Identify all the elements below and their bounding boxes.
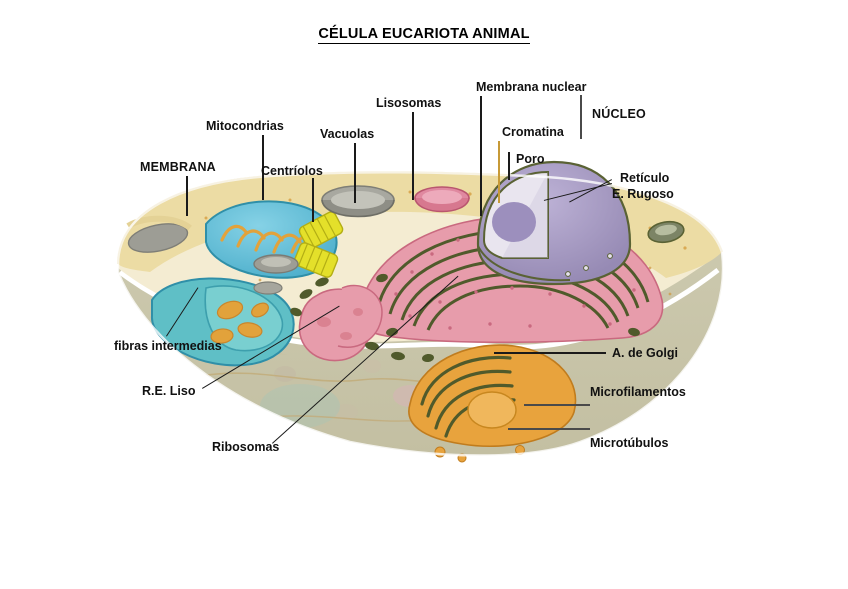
label-vacuolas: Vacuolas bbox=[320, 127, 375, 141]
golgi-apparatus bbox=[408, 344, 577, 463]
right-edge-vesicle bbox=[647, 220, 685, 244]
label-reticulo-rugoso-line1: Retículo bbox=[620, 171, 670, 185]
label-golgi: A. de Golgi bbox=[612, 346, 678, 360]
label-lisosomas: Lisosomas bbox=[376, 96, 442, 110]
label-membrana-nuclear: Membrana nuclear bbox=[476, 80, 587, 94]
label-re-liso: R.E. Liso bbox=[142, 384, 196, 398]
page-title-text: CÉLULA EUCARIOTA ANIMAL bbox=[318, 26, 530, 44]
lysosome bbox=[414, 186, 470, 213]
leader-poro bbox=[508, 152, 510, 180]
leader-microfilamentos bbox=[524, 404, 590, 406]
nucleus bbox=[476, 160, 632, 286]
scattered-vesicles bbox=[376, 273, 640, 363]
label-cromatina: Cromatina bbox=[502, 125, 564, 139]
leader-vacuolas bbox=[354, 143, 356, 203]
label-reticulo-rugoso-line2: E. Rugoso bbox=[612, 187, 674, 201]
label-poro: Poro bbox=[516, 152, 545, 166]
leader-nucleo-bracket bbox=[580, 95, 582, 139]
leader-golgi bbox=[494, 352, 606, 354]
leader-cromatina bbox=[498, 141, 500, 203]
leader-membrana-nuclear bbox=[480, 96, 482, 216]
nucleolus bbox=[492, 202, 536, 242]
mitochondrion-lower bbox=[150, 277, 295, 367]
centrioles bbox=[293, 211, 344, 278]
leader-microtubulos bbox=[508, 428, 590, 430]
leader-mitocondrias bbox=[262, 135, 264, 200]
label-centriolos: Centríolos bbox=[261, 164, 323, 178]
page-title: CÉLULA EUCARIOTA ANIMAL bbox=[0, 26, 848, 44]
leader-lisosomas bbox=[412, 112, 414, 200]
label-microtubulos: Microtúbulos bbox=[590, 436, 669, 450]
label-membrana: MEMBRANA bbox=[140, 160, 216, 174]
label-mitocondrias: Mitocondrias bbox=[206, 119, 284, 133]
vacuoles bbox=[253, 185, 395, 295]
label-microfilamentos: Microfilamentos bbox=[590, 385, 686, 399]
leader-membrana bbox=[186, 176, 188, 216]
leader-centriolos bbox=[312, 178, 314, 222]
animal-cell-illustration bbox=[110, 160, 750, 465]
label-fibras-intermedias: fibras intermedias bbox=[114, 339, 222, 353]
label-ribosomas: Ribosomas bbox=[212, 440, 280, 454]
smooth-endoplasmic-reticulum bbox=[290, 277, 398, 362]
label-nucleo: NÚCLEO bbox=[592, 107, 646, 121]
